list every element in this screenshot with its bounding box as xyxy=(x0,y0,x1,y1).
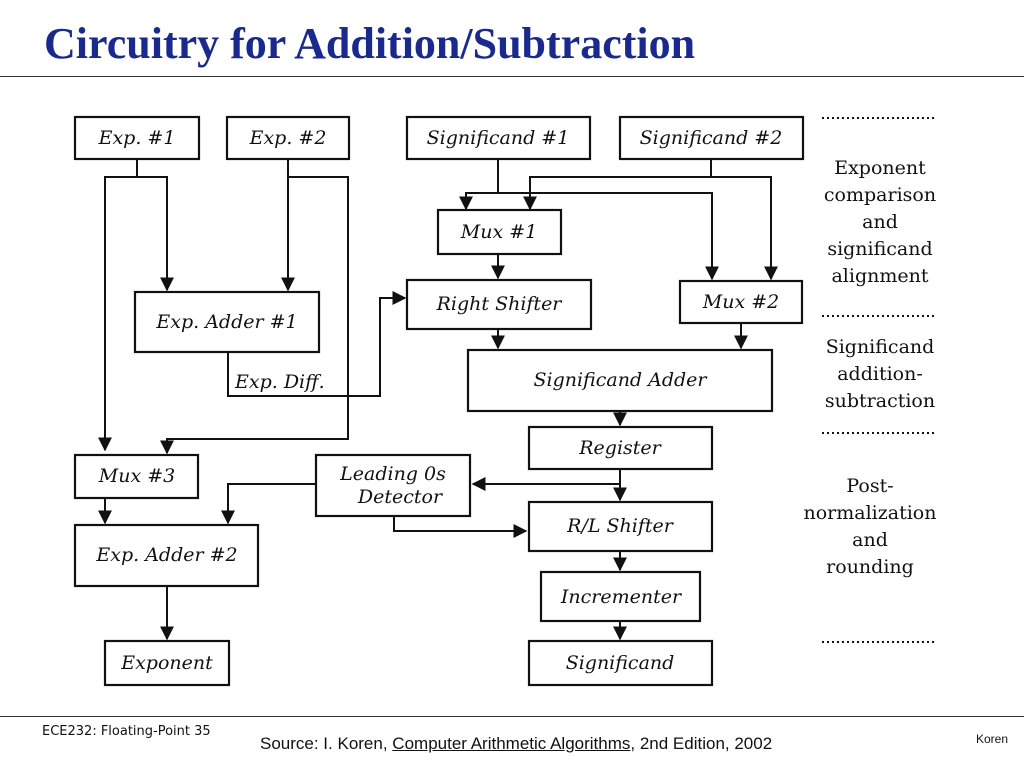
source-suffix: , 2nd Edition, 2002 xyxy=(630,734,773,753)
block-significand1-label: Significand #1 xyxy=(427,127,570,149)
connection-wires xyxy=(98,159,778,641)
block-incrementer: Incrementer xyxy=(539,570,702,623)
block-significand-adder: Significand Adder xyxy=(466,348,774,413)
wire-lzd-to-adder2 xyxy=(221,483,316,525)
block-exp-adder1-label: Exp. Adder #1 xyxy=(155,311,297,333)
block-rl-shifter: R/L Shifter xyxy=(527,500,714,553)
block-exp-adder2: Exp. Adder #2 xyxy=(73,523,260,588)
block-mux2: Mux #2 xyxy=(678,279,804,325)
block-register-label: Register xyxy=(578,437,662,459)
block-mux1: Mux #1 xyxy=(436,208,563,256)
wire-exp1-to-adder1 xyxy=(137,176,174,292)
exp-diff-label: Exp. Diff. xyxy=(234,371,325,393)
svg-text:subtraction: subtraction xyxy=(825,390,935,412)
block-leading-zeros-detector: Leading 0s Detector xyxy=(314,453,472,518)
block-exp1: Exp. #1 xyxy=(73,115,201,161)
stage-label-normalization: Post- normalization and rounding xyxy=(804,475,937,578)
svg-text:alignment: alignment xyxy=(831,265,928,287)
svg-text:Significand: Significand xyxy=(826,336,935,358)
block-exp-adder1: Exp. Adder #1 xyxy=(133,290,321,354)
block-rl-shifter-label: R/L Shifter xyxy=(566,515,675,537)
title-divider xyxy=(0,76,1024,77)
block-exp2: Exp. #2 xyxy=(225,115,351,161)
block-mux3: Mux #3 xyxy=(73,453,200,500)
footer-divider xyxy=(0,716,1024,717)
block-right-shifter-label: Right Shifter xyxy=(436,293,564,315)
wire-exp1-to-mux3 xyxy=(98,159,138,452)
block-register: Register xyxy=(527,425,714,471)
block-exp2-label: Exp. #2 xyxy=(249,127,327,149)
wire-sig2-to-mux1 xyxy=(523,176,711,211)
svg-text:and: and xyxy=(852,529,888,551)
wire-sig2-to-mux2 xyxy=(710,159,778,281)
wire-sig1-to-mux2 xyxy=(498,192,719,281)
svg-text:Exponent: Exponent xyxy=(834,157,926,179)
wire-lzd-to-rlshifter xyxy=(393,516,528,538)
block-mux3-label: Mux #3 xyxy=(98,465,175,487)
block-mux1-label: Mux #1 xyxy=(460,221,537,243)
block-significand2-label: Significand #2 xyxy=(640,127,783,149)
wire-expdiff-to-shifter xyxy=(227,291,407,397)
block-significand2: Significand #2 xyxy=(618,115,805,161)
stage-label-addition: Significand addition- subtraction xyxy=(825,336,935,412)
wire-exp2-to-mux3 xyxy=(160,176,349,455)
svg-text:Post-: Post- xyxy=(846,475,893,497)
block-right-shifter: Right Shifter xyxy=(405,278,593,331)
block-incrementer-label: Incrementer xyxy=(560,586,683,608)
block-significand-output-label: Significand xyxy=(566,652,675,674)
stage-separators xyxy=(822,117,934,643)
svg-text:significand: significand xyxy=(827,238,932,260)
page-title: Circuitry for Addition/Subtraction xyxy=(44,19,696,68)
block-significand-output: Significand xyxy=(527,639,714,687)
svg-text:normalization: normalization xyxy=(804,502,937,524)
svg-text:addition-: addition- xyxy=(837,363,923,385)
slide-footer-label: ECE232: Floating-Point 35 xyxy=(42,724,211,739)
block-exponent-output: Exponent xyxy=(103,639,231,687)
svg-text:rounding: rounding xyxy=(826,556,914,578)
wire-sig1-to-mux1 xyxy=(459,159,499,211)
source-citation: Source: I. Koren, Computer Arithmetic Al… xyxy=(260,734,772,754)
block-significand-adder-label: Significand Adder xyxy=(533,369,708,391)
block-exp-adder2-label: Exp. Adder #2 xyxy=(95,544,237,566)
source-book-title: Computer Arithmetic Algorithms xyxy=(392,734,631,753)
source-prefix: Source: I. Koren, xyxy=(260,734,393,753)
svg-text:comparison: comparison xyxy=(824,184,936,206)
author-label: Koren xyxy=(976,732,1009,746)
stage-label-alignment: Exponent comparison and significand alig… xyxy=(824,157,936,287)
block-significand1: Significand #1 xyxy=(405,115,592,161)
block-mux2-label: Mux #2 xyxy=(702,291,779,313)
svg-text:and: and xyxy=(862,211,898,233)
block-exp1-label: Exp. #1 xyxy=(98,127,176,149)
block-lzd-label-line2: Detector xyxy=(357,486,444,508)
block-lzd-label-line1: Leading 0s xyxy=(339,463,446,485)
block-exponent-output-label: Exponent xyxy=(120,652,213,674)
